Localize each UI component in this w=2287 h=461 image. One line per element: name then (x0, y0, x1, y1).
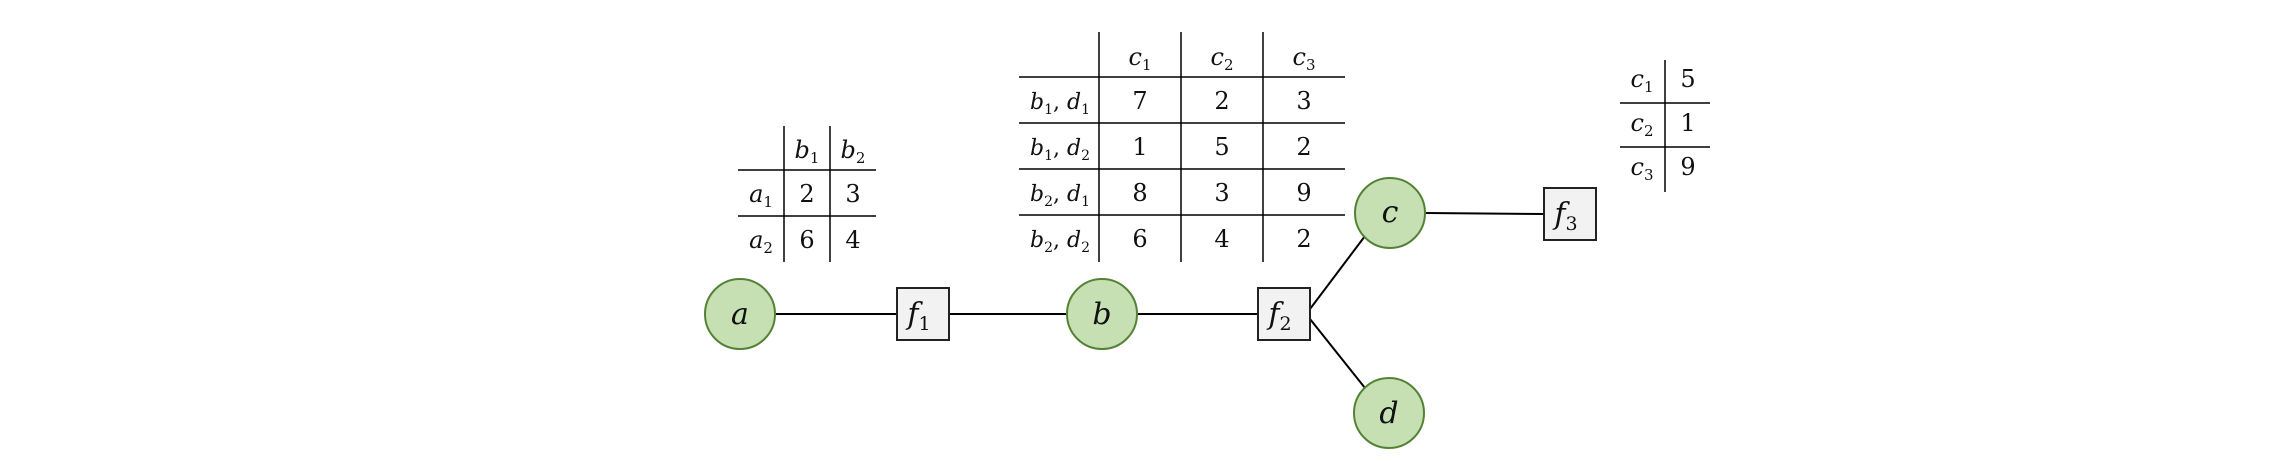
table-f2-cell: 9 (1296, 179, 1311, 207)
factor-node-f2: f2 (1257, 287, 1311, 341)
factor-table-f3-rules (1620, 60, 1710, 192)
table-f2-cell: 2 (1214, 87, 1229, 115)
factor-node-f1: f1 (896, 287, 950, 341)
table-f2-row-header: b1, d1 (1030, 90, 1090, 118)
factor-table-f2-rules (1019, 32, 1345, 262)
variable-node-c-label: c (1382, 195, 1399, 230)
variable-node-b-circle (1066, 278, 1138, 350)
table-f2-cell: 5 (1214, 133, 1229, 161)
table-f1-cell: 2 (799, 180, 814, 208)
factor-table-f2: c1 c2 c3 b1, d1 b1, d2 b2, d1 b2, d2 7 2… (1019, 32, 1345, 262)
table-f2-col-header: c1 (1129, 43, 1152, 74)
variable-node-d-circle (1353, 377, 1425, 449)
table-f2-cell: 7 (1132, 87, 1147, 115)
table-f1-cell: 3 (845, 180, 860, 208)
factor-node-f2-subscript: 2 (1280, 313, 1292, 335)
table-f3-row-header: c1 (1631, 65, 1654, 96)
table-f2-cell: 1 (1132, 133, 1147, 161)
factor-node-f2-box (1257, 287, 1311, 341)
table-f3-cell: 1 (1680, 109, 1695, 137)
table-f3-row-header: c2 (1631, 109, 1654, 140)
table-f1-cell: 6 (799, 226, 814, 254)
table-f2-cell: 6 (1132, 225, 1147, 253)
variable-node-d-label: d (1379, 396, 1398, 431)
factor-table-f3: c1 c2 c3 5 1 9 (1620, 60, 1710, 192)
factor-table-f1: b1 b2 a1 a2 2 3 6 4 (738, 126, 876, 262)
table-f1-row-header: a2 (749, 226, 773, 257)
factor-node-f3-box (1543, 187, 1597, 241)
table-f2-col-header: c3 (1293, 43, 1316, 74)
factor-node-f3: f3 (1543, 187, 1597, 241)
factor-node-f1-box (896, 287, 950, 341)
table-f2-cell: 2 (1296, 225, 1311, 253)
factor-node-f3-subscript: 3 (1566, 213, 1578, 235)
table-f2-col-header: c2 (1211, 43, 1234, 74)
table-f3-cell: 9 (1680, 153, 1695, 181)
edge-f2-d (1309, 318, 1366, 389)
variable-node-a-circle (704, 278, 776, 350)
table-f1-row-header: a1 (749, 180, 773, 211)
table-f1-col-header: b1 (795, 136, 820, 167)
table-f2-cell: 3 (1214, 179, 1229, 207)
table-f2-row-header: b1, d2 (1030, 136, 1090, 164)
variable-node-a: a (704, 278, 776, 350)
table-f2-row-header: b2, d1 (1030, 182, 1090, 210)
table-f3-cell: 5 (1680, 65, 1695, 93)
edge-f2-c (1309, 235, 1366, 310)
edge-c-f3 (1425, 212, 1545, 215)
table-f1-cell: 4 (845, 226, 860, 254)
variable-node-a-label: a (731, 297, 749, 332)
table-f3-row-header: c3 (1631, 153, 1654, 184)
table-f2-row-header: b2, d2 (1030, 228, 1090, 256)
graph-edges (776, 212, 1545, 389)
variable-node-d: d (1353, 377, 1425, 449)
table-f2-cell: 2 (1296, 133, 1311, 161)
table-f2-cell: 4 (1214, 225, 1229, 253)
table-f1-col-header: b2 (841, 136, 866, 167)
factor-node-f1-subscript: 1 (919, 313, 931, 335)
table-f2-cell: 3 (1296, 87, 1311, 115)
variable-node-b-label: b (1092, 297, 1111, 332)
variable-node-c-circle (1354, 177, 1426, 249)
variable-node-c: c (1354, 177, 1426, 249)
factor-table-f1-rules (738, 126, 876, 262)
variable-node-b: b (1066, 278, 1138, 350)
table-f2-cell: 8 (1132, 179, 1147, 207)
